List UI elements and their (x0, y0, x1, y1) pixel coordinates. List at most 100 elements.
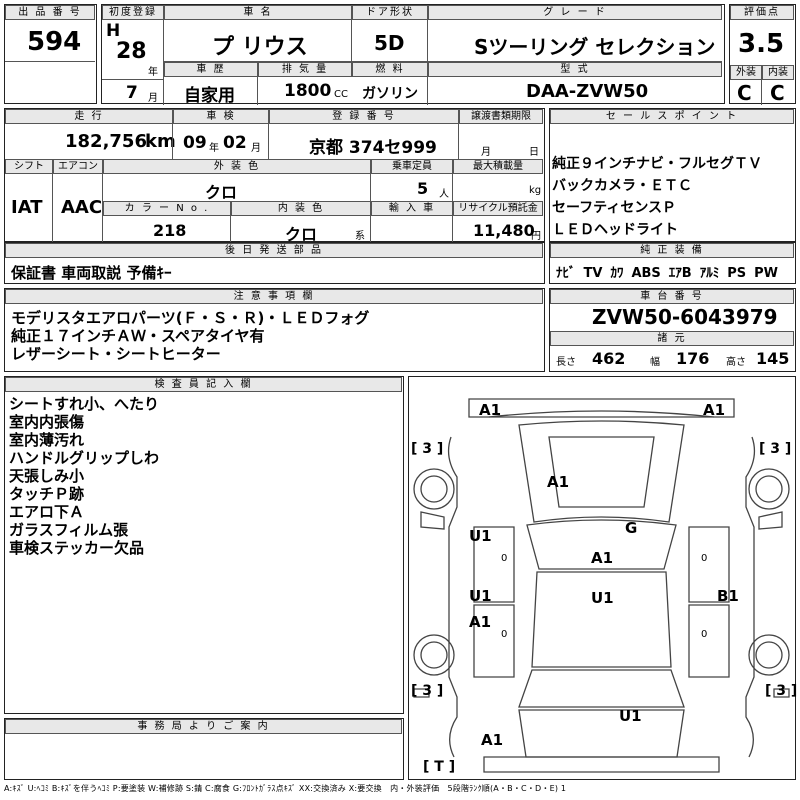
load-unit: kg (529, 185, 542, 196)
damage-tag: B1 (717, 587, 739, 605)
notes-title: 注 意 事 項 欄 (5, 289, 543, 304)
inspector-line: ハンドルグリップしわ (9, 449, 160, 467)
inspector-line: 室内内張傷 (9, 413, 85, 431)
recycle-unit: 円 (531, 231, 541, 242)
spare-label: [ T ] (423, 759, 456, 775)
inspector-title: 検 査 員 記 入 欄 (5, 377, 402, 392)
lot-box: 出 品 番 号 594 (4, 4, 97, 104)
notes-box: 注 意 事 項 欄 モデリスタエアロパーツ(Ｆ・Ｓ・Ｒ)・ＬＥＤフォグ 純正１７… (4, 288, 545, 372)
mileage-label: 走 行 (5, 109, 173, 124)
damage-tag: A1 (479, 401, 502, 419)
car-diagram: A1 A1 A1 G U1 A1 U1 U1 A1 B1 U1 A1 [ 3 ]… (408, 376, 798, 780)
equip-item: ｴｱB (668, 266, 692, 281)
height: 145 (756, 349, 790, 368)
notes-line: レザーシート・シートヒーター (11, 345, 221, 363)
model: DAA-ZVW50 (526, 81, 649, 102)
mileage: 182,756 (65, 131, 147, 152)
chassis-title: 車 台 番 号 (550, 289, 794, 304)
vehicle-top-box: 初度登録 H 28 年 7 月 車 名 プ リウス ドア形状 5D グ レ ー … (101, 4, 725, 106)
displacement-label: 排 気 量 (258, 62, 352, 77)
chassis-number: ZVW50-6043979 (592, 305, 778, 329)
month-unit: 月 (148, 93, 158, 104)
tire-label: [ 3 ] (411, 441, 444, 457)
era: H (106, 21, 121, 41)
fuel-label: 燃 料 (352, 62, 428, 77)
insp-month: 02 (223, 133, 247, 153)
damage-tag: U1 (619, 707, 642, 725)
shift-label: シフト (5, 159, 53, 174)
ext-color-label: 外 装 色 (103, 159, 371, 174)
chassis-box: 車 台 番 号 ZVW50-6043979 諸 元 長さ 462 幅 176 高… (549, 288, 796, 372)
inspector-line: 天張しみ小 (9, 467, 85, 485)
capacity-label: 乗車定員 (371, 159, 453, 174)
equip-item: ｱﾙﾐ (699, 266, 720, 281)
damage-tag: G (625, 519, 638, 537)
door: 5D (374, 31, 405, 55)
equip-item: ﾅﾋﾞ (556, 266, 576, 281)
equipment-title: 純 正 装 備 (550, 243, 794, 258)
transfer-month-unit: 月 (481, 147, 491, 158)
int-color-label: 内 装 色 (231, 201, 371, 216)
inspector-lines: シートすれ小、へたり 室内内張傷 室内薄汚れ ハンドルグリップしわ 天張しみ小 … (9, 395, 159, 557)
height-label: 高さ (726, 357, 746, 368)
parts-title: 後 日 発 送 部 品 (5, 243, 543, 258)
first-reg-label: 初度登録 (102, 5, 164, 20)
specs-title: 諸 元 (550, 331, 794, 346)
sales-line: バックカメラ・ＥＴＣ (552, 178, 692, 194)
door-label: ドア形状 (352, 5, 428, 20)
int-color: クロ (285, 225, 318, 244)
displacement: 1800 (284, 81, 332, 101)
damage-tag: U1 (469, 527, 492, 545)
width: 176 (676, 349, 710, 368)
plate: 京都 374セ999 (309, 138, 437, 158)
tire-label: [ 3 ] (411, 683, 444, 699)
transfer-label: 譲渡書類期限 (459, 109, 543, 124)
history: 自家用 (184, 86, 235, 106)
sales-line: 純正９インチナビ・フルセグＴＶ (552, 156, 762, 172)
office-title: 事 務 局 よ り ご 案 内 (5, 719, 402, 734)
history-label: 車 歴 (164, 62, 258, 77)
grade-label: グ レ ー ド (428, 5, 722, 20)
damage-tag: A1 (591, 549, 614, 567)
car-name: プ リウス (212, 35, 308, 60)
km-unit: km (145, 131, 176, 152)
tire-label: [ 3 ] (765, 683, 798, 699)
reg-month: 7 (126, 83, 138, 103)
ac: AAC (61, 197, 103, 218)
sales-line: セーフティセンスＰ (552, 200, 677, 216)
damage-tag: U1 (591, 589, 614, 607)
cc-unit: CC (334, 89, 348, 100)
length-label: 長さ (556, 357, 576, 368)
load-label: 最大積載量 (453, 159, 543, 174)
score-label: 評価点 (730, 5, 794, 20)
equip-item: PW (754, 266, 778, 281)
capacity: 5 (417, 179, 429, 198)
int-grade: C (770, 81, 785, 105)
year-unit: 年 (148, 67, 158, 78)
car-outline (413, 398, 790, 773)
shift: IAT (11, 197, 43, 218)
reg-year: 28 (116, 39, 147, 64)
capacity-unit: 人 (439, 189, 449, 200)
damage-tag: A1 (547, 473, 570, 491)
recycle-label: リサイクル預託金 (453, 201, 543, 216)
length: 462 (592, 349, 626, 368)
equip-item: PS (727, 266, 747, 281)
transfer-day-unit: 日 (529, 147, 539, 158)
zero-mark: 0 (701, 629, 708, 640)
inspector-box: 検 査 員 記 入 欄 シートすれ小、へたり 室内内張傷 室内薄汚れ ハンドルグ… (4, 376, 404, 714)
lot-number: 594 (27, 27, 82, 57)
zero-mark: 0 (501, 553, 508, 564)
notes-line: モデリスタエアロパーツ(Ｆ・Ｓ・Ｒ)・ＬＥＤフォグ (11, 309, 370, 327)
inspector-line: シートすれ小、へたり (9, 395, 160, 413)
legend: A:ｷｽﾞ U:ﾍｺﾐ B:ｷｽﾞを伴うﾍｺﾐ P:要塗装 W:補修跡 S:錆 … (4, 784, 567, 793)
inspector-line: タッチＰ跡 (9, 485, 85, 503)
zero-mark: 0 (501, 629, 508, 640)
sales-line: ＬＥＤヘッドライト (552, 222, 678, 238)
damage-tag: A1 (469, 613, 492, 631)
inspection-label: 車 検 (173, 109, 269, 124)
notes-lines: モデリスタエアロパーツ(Ｆ・Ｓ・Ｒ)・ＬＥＤフォグ 純正１７インチＡＷ・スペアタ… (11, 309, 369, 363)
import-label: 輸 入 車 (371, 201, 453, 216)
sales-lines: 純正９インチナビ・フルセグＴＶ バックカメラ・ＥＴＣ セーフティセンスＰ ＬＥＤ… (552, 153, 762, 241)
